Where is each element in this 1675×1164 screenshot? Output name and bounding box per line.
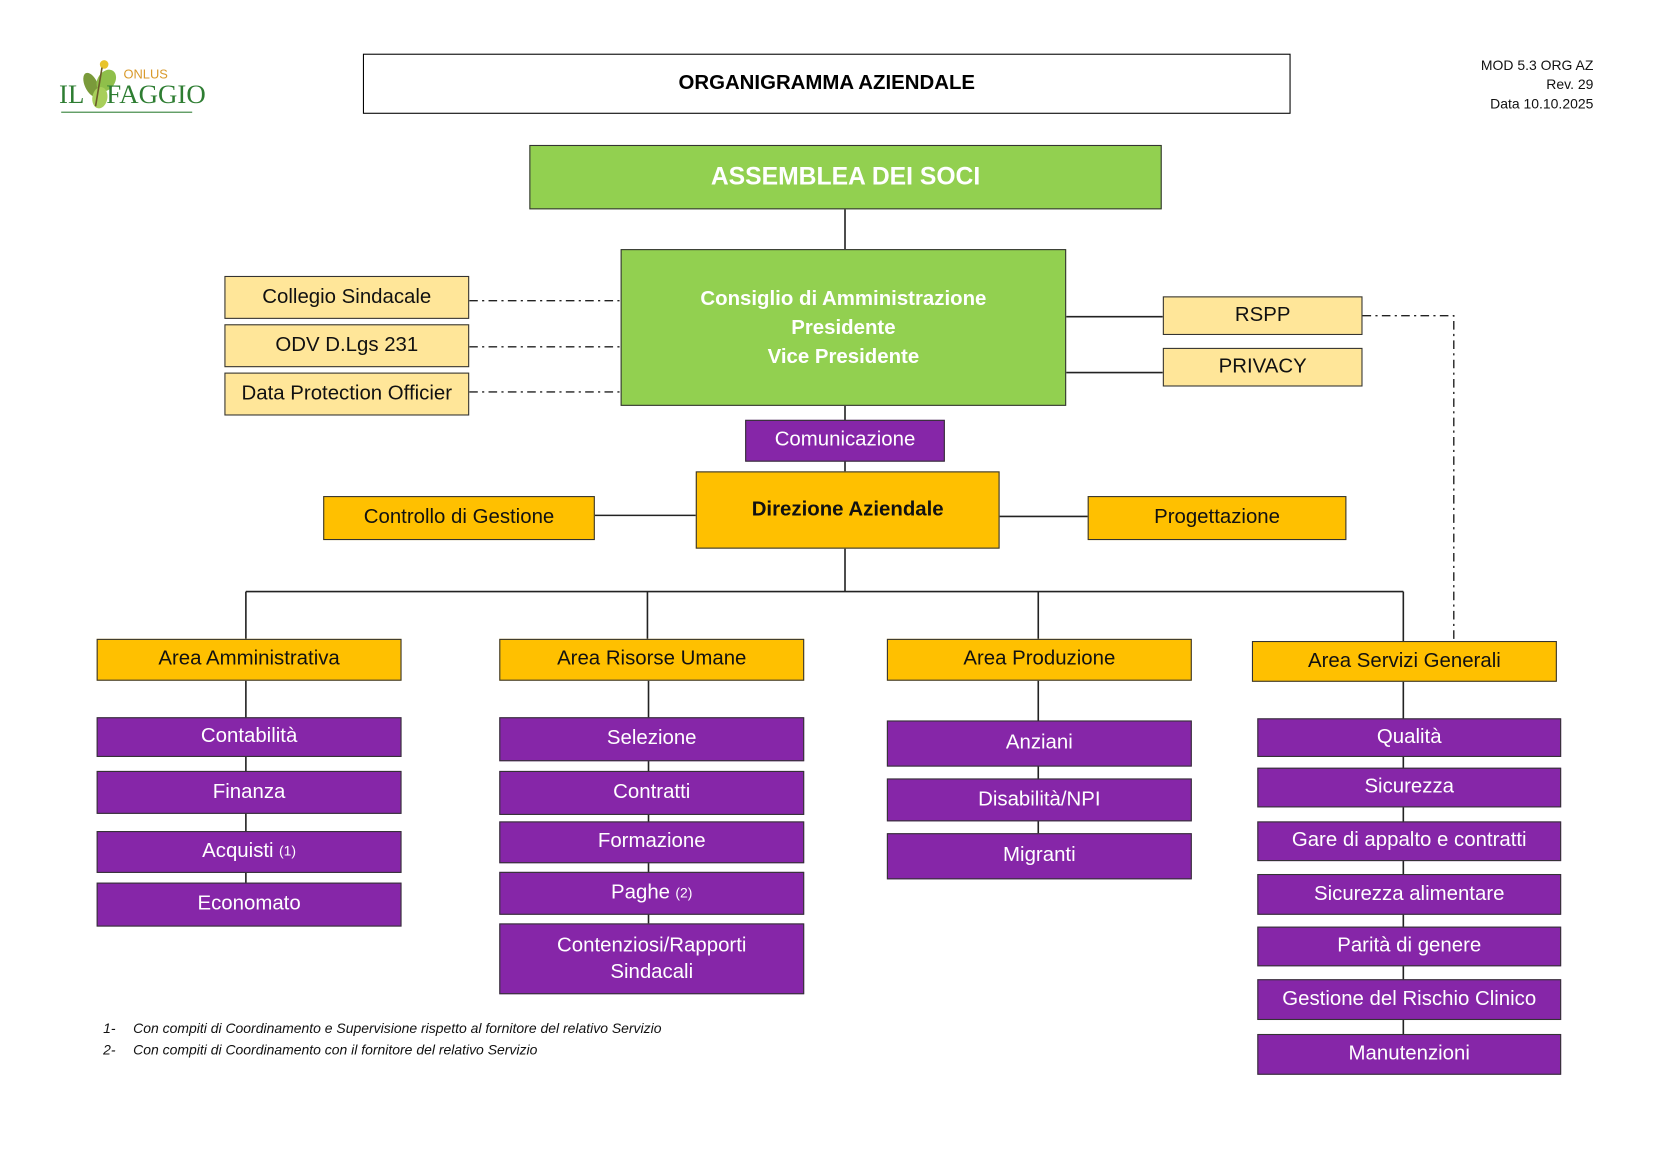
node-board-line3: Vice Presidente	[767, 345, 920, 368]
node-label: Contratti	[613, 780, 691, 804]
node-unit: Migranti	[886, 833, 1192, 880]
node-board-line1: Consiglio di Amministrazione	[700, 287, 987, 310]
node-unit: Acquisti(1)	[96, 831, 402, 873]
node-unit: Paghe(2)	[499, 871, 805, 915]
doc-revision: Rev. 29	[1546, 76, 1594, 93]
node-unit: Disabilità/NPI	[886, 778, 1192, 822]
node-label: Contabilità	[200, 724, 298, 748]
node-label-line2: Sindacali	[610, 960, 694, 984]
node-label: Acquisti	[202, 839, 274, 863]
node-unit: Contabilità	[96, 717, 402, 757]
node-label: Migranti	[1003, 844, 1076, 867]
node-unit: Anziani	[886, 720, 1192, 767]
footnote-number: 1-	[103, 1020, 116, 1037]
node-unit: Manutenzioni	[1257, 1033, 1562, 1075]
node-label: Sicurezza	[1364, 775, 1455, 798]
node-label: Formazione	[597, 830, 706, 853]
node-controllo-gestione: Controllo di Gestione	[323, 496, 595, 541]
node-label: Gare di appalto e contratti	[1291, 829, 1527, 852]
node-label: Direzione Aziendale	[751, 497, 944, 521]
doc-date: Data 10.10.2025	[1490, 95, 1594, 112]
node-board: Consiglio di Amministrazione Presidente …	[620, 249, 1067, 406]
node-board-line2: Presidente	[791, 316, 896, 339]
node-unit: Economato	[96, 882, 402, 927]
node-unit: Gestione del Rischio Clinico	[1257, 979, 1562, 1021]
node-unit: Finanza	[96, 770, 402, 814]
node-label: Data Protection Officier	[241, 381, 453, 405]
node-direzione: Direzione Aziendale	[695, 471, 1000, 549]
node-label: Anziani	[1005, 731, 1073, 754]
node-area-amministrativa: Area Amministrativa	[96, 638, 402, 681]
node-unit: Selezione	[499, 717, 805, 762]
node-label: Area Servizi Generali	[1308, 649, 1501, 672]
footnote-text: Con compiti di Coordinamento con il forn…	[133, 1041, 538, 1058]
node-label: Manutenzioni	[1348, 1042, 1470, 1065]
footnotes: 1- Con compiti di Coordinamento e Supervi…	[103, 1018, 661, 1061]
node-assembly: ASSEMBLEA DEI SOCI	[529, 144, 1162, 210]
node-label: Area Amministrativa	[158, 647, 340, 671]
node-progettazione: Progettazione	[1087, 496, 1347, 541]
node-label: Area Produzione	[963, 647, 1116, 671]
node-odv: ODV D.Lgs 231	[224, 324, 470, 368]
node-area-risorse-umane: Area Risorse Umane	[499, 638, 805, 681]
page-title: ORGANIGRAMMA AZIENDALE	[362, 53, 1291, 114]
footnote-ref: (2)	[675, 884, 693, 901]
node-area-servizi-generali: Area Servizi Generali	[1251, 640, 1557, 682]
node-label: Progettazione	[1154, 505, 1280, 529]
footnote-number: 2-	[103, 1041, 116, 1058]
node-comunicazione: Comunicazione	[745, 419, 945, 462]
node-privacy: PRIVACY	[1162, 347, 1363, 387]
node-label: Collegio Sindacale	[262, 285, 432, 308]
node-unit: Gare di appalto e contratti	[1257, 821, 1562, 862]
logo-text-faggio: FAGGIO	[106, 80, 206, 110]
node-label: Economato	[197, 892, 301, 915]
logo-underline	[61, 111, 193, 113]
doc-code: MOD 5.3 ORG AZ	[1480, 56, 1594, 74]
footnote-text: Con compiti di Coordinamento e Supervisi…	[133, 1020, 662, 1037]
node-label: Selezione	[606, 727, 697, 750]
node-rspp: RSPP	[1162, 296, 1363, 335]
node-label: Disabilità/NPI	[978, 787, 1101, 811]
node-label: Comunicazione	[774, 428, 916, 452]
node-label: Finanza	[212, 780, 286, 803]
footnote: 2- Con compiti di Coordinamento con il fo…	[103, 1039, 661, 1060]
node-unit: Sicurezza alimentare	[1257, 873, 1562, 915]
logo-tagline: ONLUS	[123, 66, 168, 82]
node-assembly-label: ASSEMBLEA DEI SOCI	[710, 162, 981, 191]
dashed-rspp-servizi	[1362, 314, 1455, 641]
node-label: Gestione del Rischio Clinico	[1282, 987, 1537, 1010]
logo-text-il: IL	[59, 80, 85, 110]
leaf-icon	[83, 60, 117, 109]
node-dpo: Data Protection Officier	[224, 372, 470, 416]
node-unit: Qualità	[1257, 718, 1562, 757]
node-label: Contenziosi/Rapporti	[557, 934, 747, 957]
node-unit: Contratti	[499, 770, 805, 815]
node-label: RSPP	[1234, 303, 1291, 327]
node-unit: Formazione	[499, 821, 805, 864]
node-label: Area Risorse Umane	[557, 647, 747, 671]
node-label: PRIVACY	[1218, 355, 1307, 378]
node-label: Qualità	[1376, 725, 1442, 748]
node-unit: Parità di genere	[1257, 926, 1562, 967]
node-unit: Contenziosi/Rapporti Sindacali	[499, 923, 805, 995]
node-label: Parità di genere	[1337, 934, 1482, 957]
company-logo: ONLUS IL FAGGIO	[59, 59, 206, 118]
footnote: 1- Con compiti di Coordinamento e Supervi…	[103, 1018, 661, 1039]
node-label: Controllo di Gestione	[363, 505, 555, 529]
node-collegio-sindacale: Collegio Sindacale	[224, 275, 470, 319]
node-label: Paghe	[611, 881, 671, 904]
node-unit: Sicurezza	[1257, 767, 1562, 808]
footnote-ref: (1)	[278, 842, 297, 860]
node-label: ODV D.Lgs 231	[275, 333, 419, 357]
node-area-produzione: Area Produzione	[886, 638, 1192, 681]
document-meta: MOD 5.3 ORG AZ Rev. 29 Data 10.10.2025	[1481, 56, 1593, 114]
node-label: Sicurezza alimentare	[1313, 882, 1505, 905]
